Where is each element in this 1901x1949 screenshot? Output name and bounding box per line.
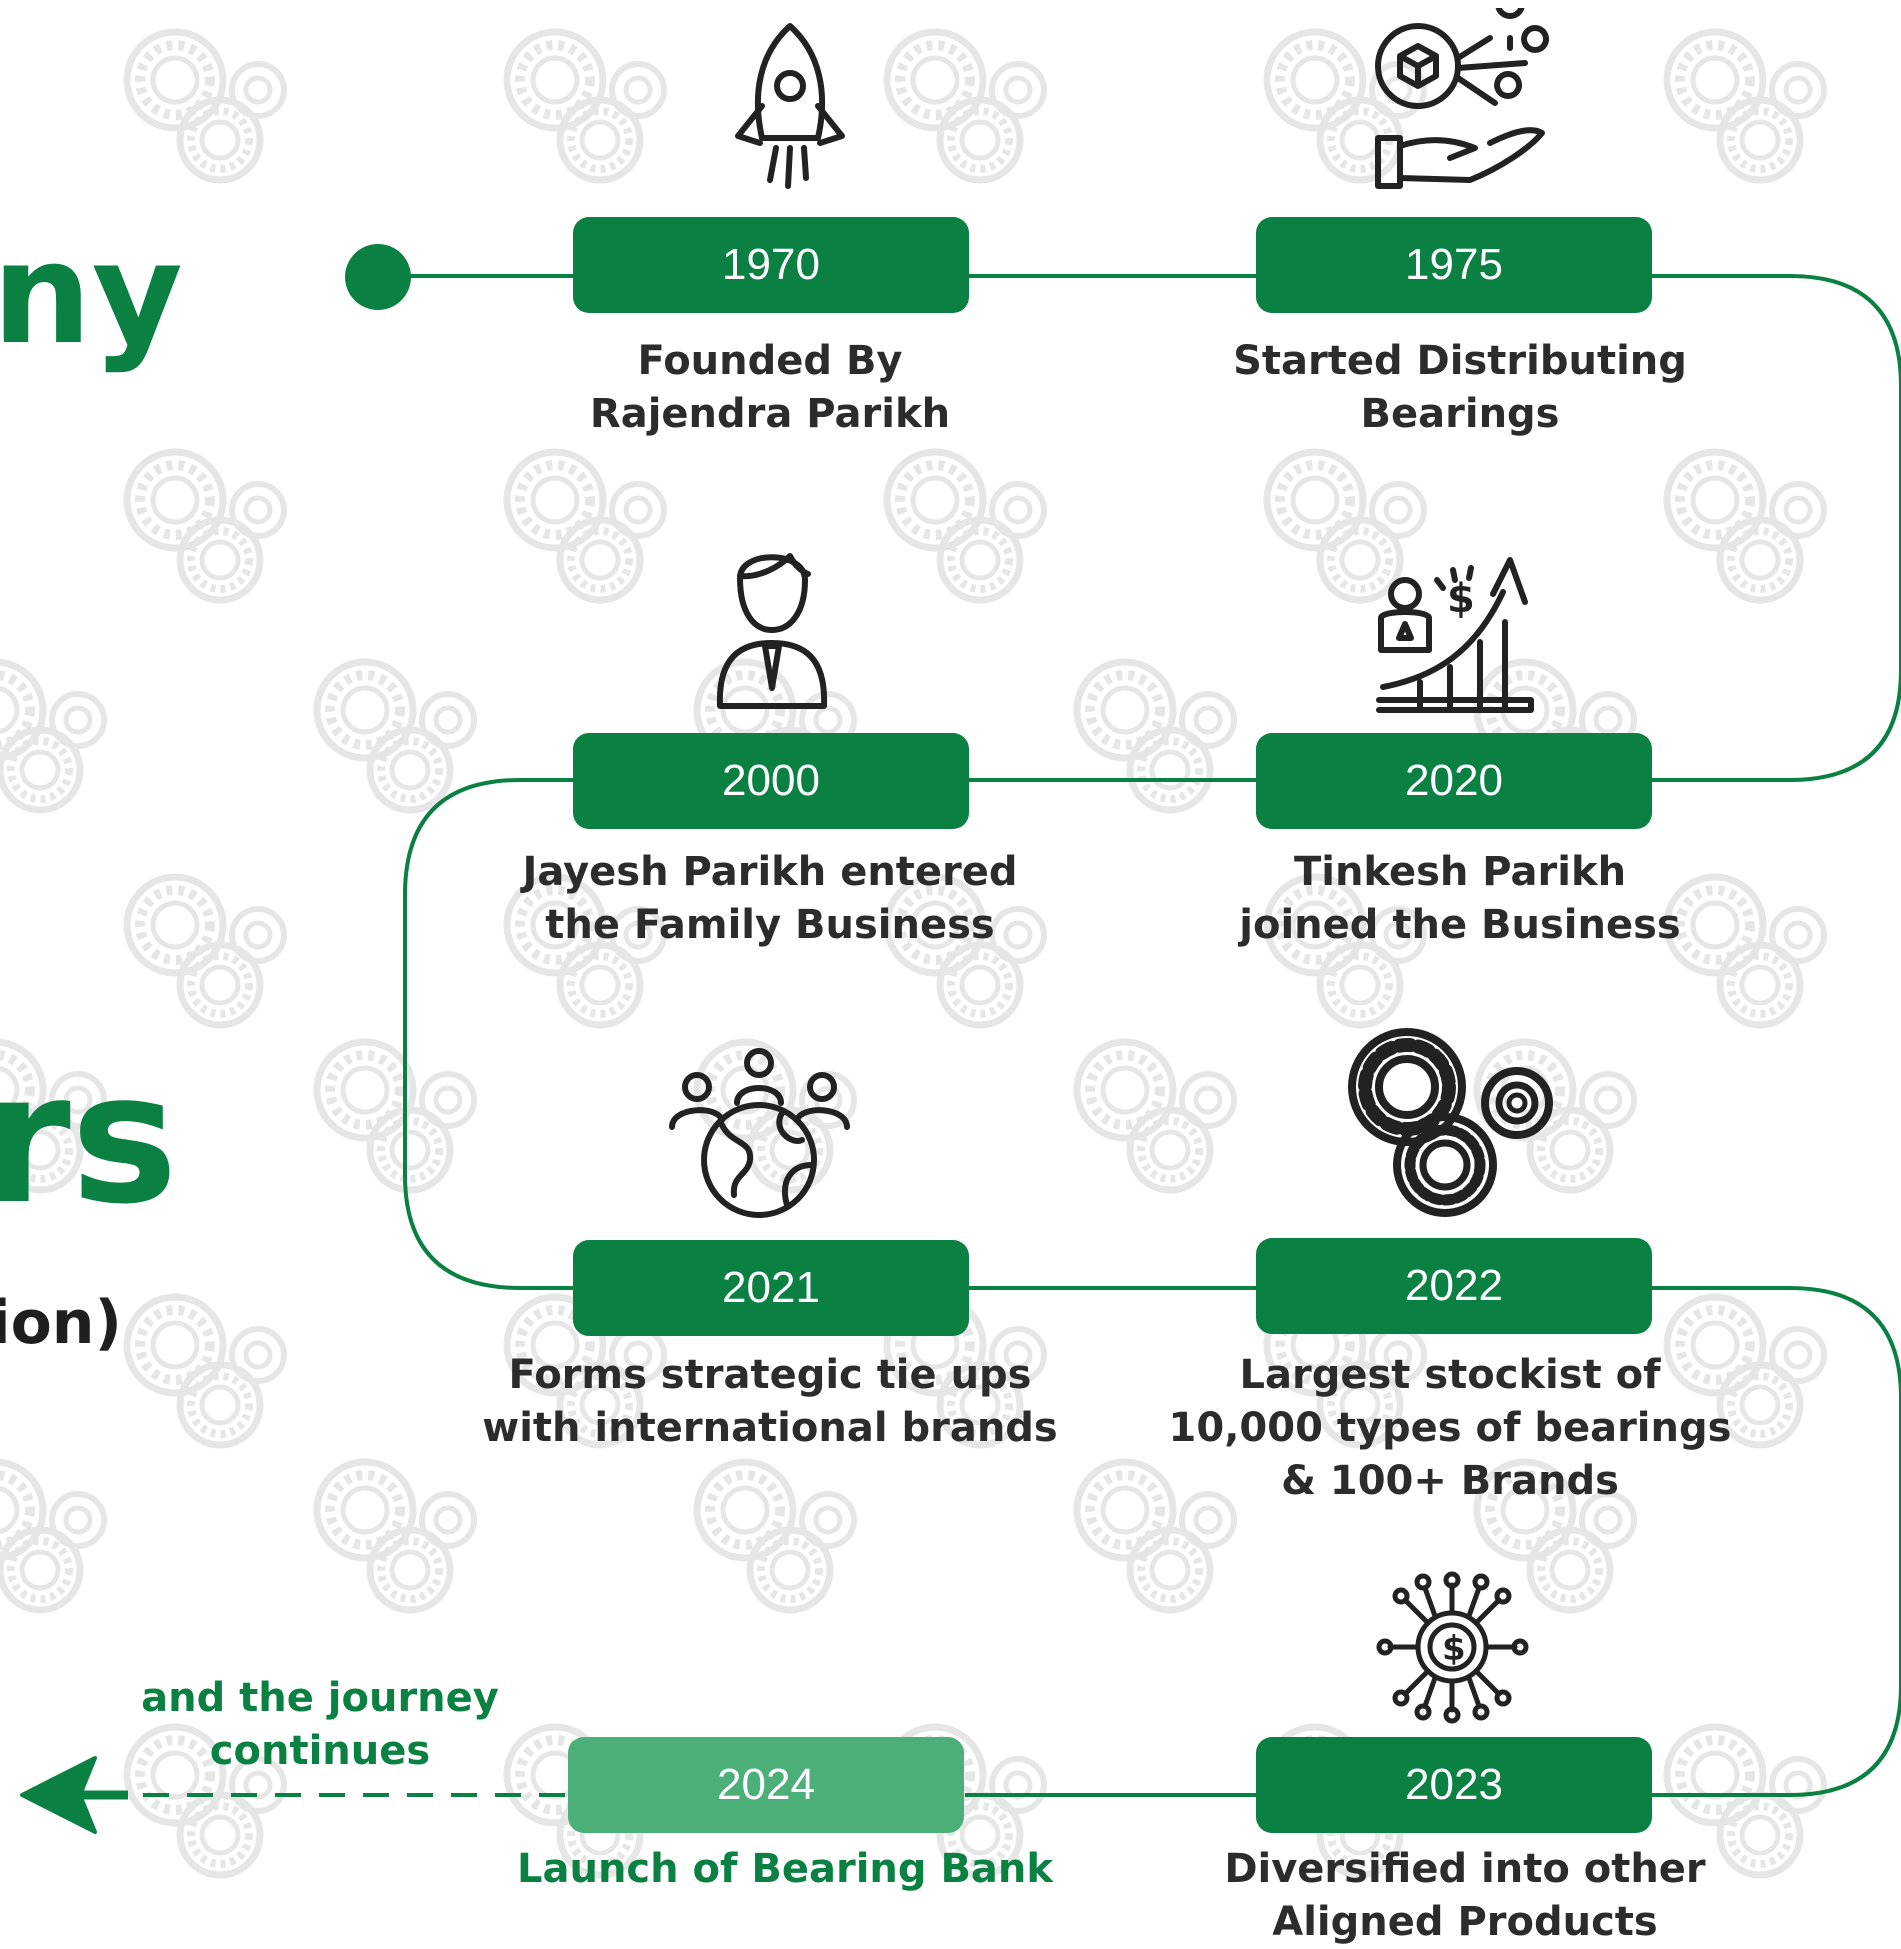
bearings-icon	[1345, 1025, 1555, 1217]
caption-line: with international brands	[482, 1405, 1058, 1451]
year-pill-1975: 1975	[1256, 217, 1652, 313]
journey-line: and the journey	[141, 1675, 499, 1721]
milestone-caption-2021: Forms strategic tie ups with internation…	[460, 1349, 1080, 1455]
caption-line: Largest stockist of	[1239, 1352, 1661, 1398]
milestone-caption-2023: Diversified into other Aligned Products	[1200, 1843, 1730, 1949]
svg-text:$: $	[1442, 1629, 1466, 1669]
global-network-icon	[662, 1045, 857, 1220]
caption-line: Started Distributing	[1233, 338, 1687, 384]
caption-line: 10,000 types of bearings	[1168, 1405, 1732, 1451]
milestone-caption-1975: Started Distributing Bearings	[1200, 335, 1720, 441]
caption-line: Jayesh Parikh entered	[522, 849, 1018, 895]
year-pill-2021: 2021	[573, 1240, 969, 1336]
caption-line: Forms strategic tie ups	[508, 1352, 1032, 1398]
caption-line: & 100+ Brands	[1281, 1458, 1619, 1504]
caption-line: Diversified into other	[1224, 1846, 1706, 1892]
arrow-left-icon	[20, 1756, 128, 1834]
year-pill-1970: 1970	[573, 217, 969, 313]
timeline-start-dot	[345, 244, 411, 310]
journey-line: continues	[209, 1728, 431, 1774]
distribution-hand-icon	[1370, 8, 1550, 193]
year-pill-2022: 2022	[1256, 1238, 1652, 1334]
caption-line: Bearings	[1360, 391, 1560, 437]
businessman-icon	[710, 538, 835, 713]
rocket-icon	[720, 18, 860, 193]
milestone-caption-2024: Launch of Bearing Bank	[500, 1843, 1070, 1896]
caption-line: Aligned Products	[1272, 1899, 1658, 1945]
caption-line: Founded By	[637, 338, 903, 384]
title-fragment-company: ny	[0, 213, 183, 376]
year-pill-2024: 2024	[568, 1737, 964, 1833]
year-pill-2000: 2000	[573, 733, 969, 829]
year-pill-2020: 2020	[1256, 733, 1652, 829]
caption-line: joined the Business	[1239, 902, 1681, 948]
subtitle-fragment: ion)	[0, 1288, 122, 1358]
growth-chart-icon: $	[1375, 552, 1535, 717]
caption-line: Launch of Bearing Bank	[517, 1846, 1053, 1892]
caption-line: the Family Business	[545, 902, 995, 948]
title-fragment-years: rs	[0, 1035, 178, 1244]
svg-text:$: $	[1447, 576, 1475, 622]
dollar-network-icon: $	[1375, 1570, 1530, 1725]
caption-line: Tinkesh Parikh	[1293, 849, 1627, 895]
journey-continues-label: and the journey continues	[120, 1672, 520, 1778]
milestone-caption-1970: Founded By Rajendra Parikh	[520, 335, 1020, 441]
caption-line: Rajendra Parikh	[589, 391, 951, 437]
milestone-caption-2000: Jayesh Parikh entered the Family Busines…	[490, 846, 1050, 952]
milestone-caption-2020: Tinkesh Parikh joined the Business	[1200, 846, 1720, 952]
milestone-caption-2022: Largest stockist of 10,000 types of bear…	[1150, 1349, 1750, 1508]
year-pill-2023: 2023	[1256, 1737, 1652, 1833]
